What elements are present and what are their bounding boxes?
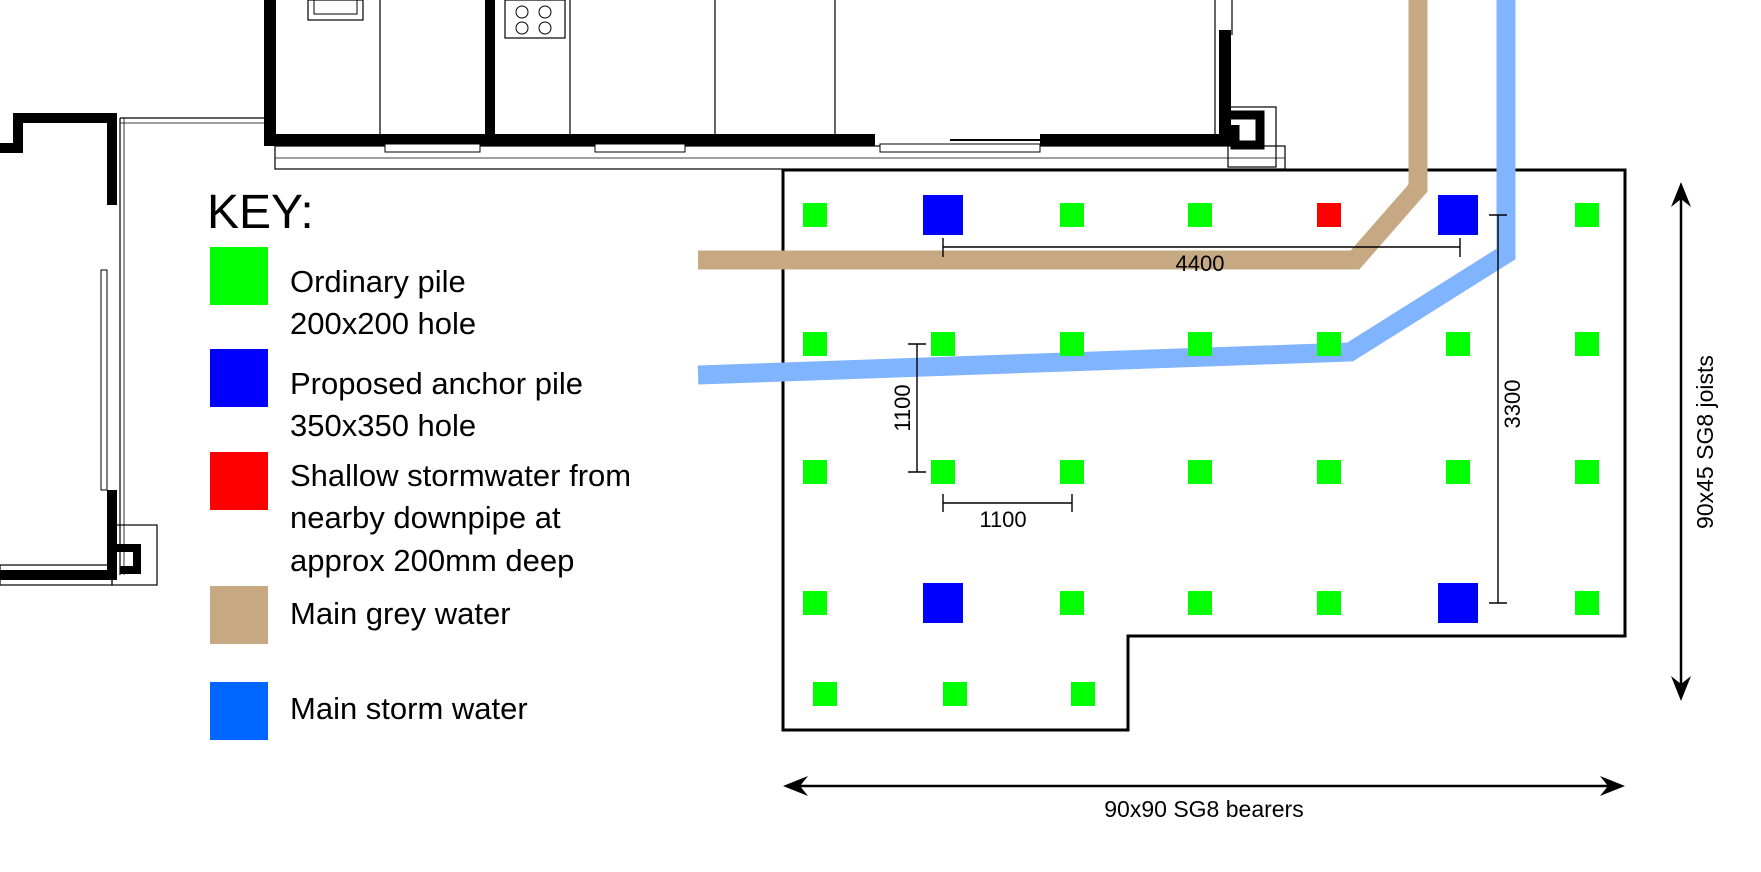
house-floor-plan [0, 0, 1286, 586]
key-ordinary-pile-label: 200x200 hole [290, 306, 476, 341]
key-stormwater-swatch [210, 452, 268, 510]
ordinary-pile [1317, 591, 1341, 615]
key-ordinary-pile-label: Ordinary pile [290, 264, 466, 299]
stormwater-pile [1317, 203, 1341, 227]
key-title: KEY: [207, 186, 314, 239]
key-storm-water-swatch [210, 682, 268, 740]
ordinary-pile [803, 203, 827, 227]
dimension-4400: 4400 [1176, 251, 1225, 276]
ordinary-pile [1060, 203, 1084, 227]
anchor-pile [923, 583, 963, 623]
ordinary-pile [813, 682, 837, 706]
ordinary-pile [931, 460, 955, 484]
dimension-lines [908, 214, 1507, 604]
key-stormwater-label: Shallow stormwater from [290, 458, 631, 493]
ordinary-pile [803, 332, 827, 356]
ordinary-pile [931, 332, 955, 356]
storm-water-pipe [697, 0, 1516, 385]
key-ordinary-pile-swatch [210, 247, 268, 305]
ordinary-pile [1575, 203, 1599, 227]
key-anchor-pile-swatch [210, 349, 268, 407]
ordinary-pile [1060, 332, 1084, 356]
ordinary-pile [1188, 203, 1212, 227]
anchor-pile [1438, 195, 1478, 235]
joists-arrow [1671, 182, 1691, 701]
bearers-arrow [783, 776, 1625, 796]
ordinary-pile [1317, 332, 1341, 356]
key-anchor-pile-label: 350x350 hole [290, 408, 476, 443]
dimension-1100-vertical: 1100 [890, 384, 915, 431]
ordinary-pile [803, 460, 827, 484]
ordinary-pile [803, 591, 827, 615]
anchor-pile [923, 195, 963, 235]
ordinary-pile [1446, 460, 1470, 484]
ordinary-pile [1071, 682, 1095, 706]
dimension-3300: 3300 [1500, 380, 1525, 429]
ordinary-pile [943, 682, 967, 706]
ordinary-pile [1575, 332, 1599, 356]
key-stormwater-label: approx 200mm deep [290, 543, 574, 578]
key-storm-water-label: Main storm water [290, 691, 528, 726]
ordinary-pile [1060, 591, 1084, 615]
ordinary-pile [1575, 591, 1599, 615]
ordinary-pile [1188, 460, 1212, 484]
key-grey-water-swatch [210, 586, 268, 644]
ordinary-pile [1575, 460, 1599, 484]
ordinary-pile [1188, 591, 1212, 615]
anchor-pile [1438, 583, 1478, 623]
key-grey-water-label: Main grey water [290, 596, 511, 631]
deck-outline [781, 168, 1627, 732]
bearers-label: 90x90 SG8 bearers [1104, 796, 1303, 822]
joists-label: 90x45 SG8 joists [1692, 355, 1718, 529]
pile-grid [803, 195, 1599, 706]
dimension-1100-horizontal: 1100 [979, 507, 1026, 532]
grey-water-pipe [698, 0, 1428, 270]
ordinary-pile [1446, 332, 1470, 356]
ordinary-pile [1317, 460, 1341, 484]
key-stormwater-label: nearby downpipe at [290, 500, 561, 535]
key-anchor-pile-label: Proposed anchor pile [290, 366, 583, 401]
ordinary-pile [1060, 460, 1084, 484]
ordinary-pile [1188, 332, 1212, 356]
